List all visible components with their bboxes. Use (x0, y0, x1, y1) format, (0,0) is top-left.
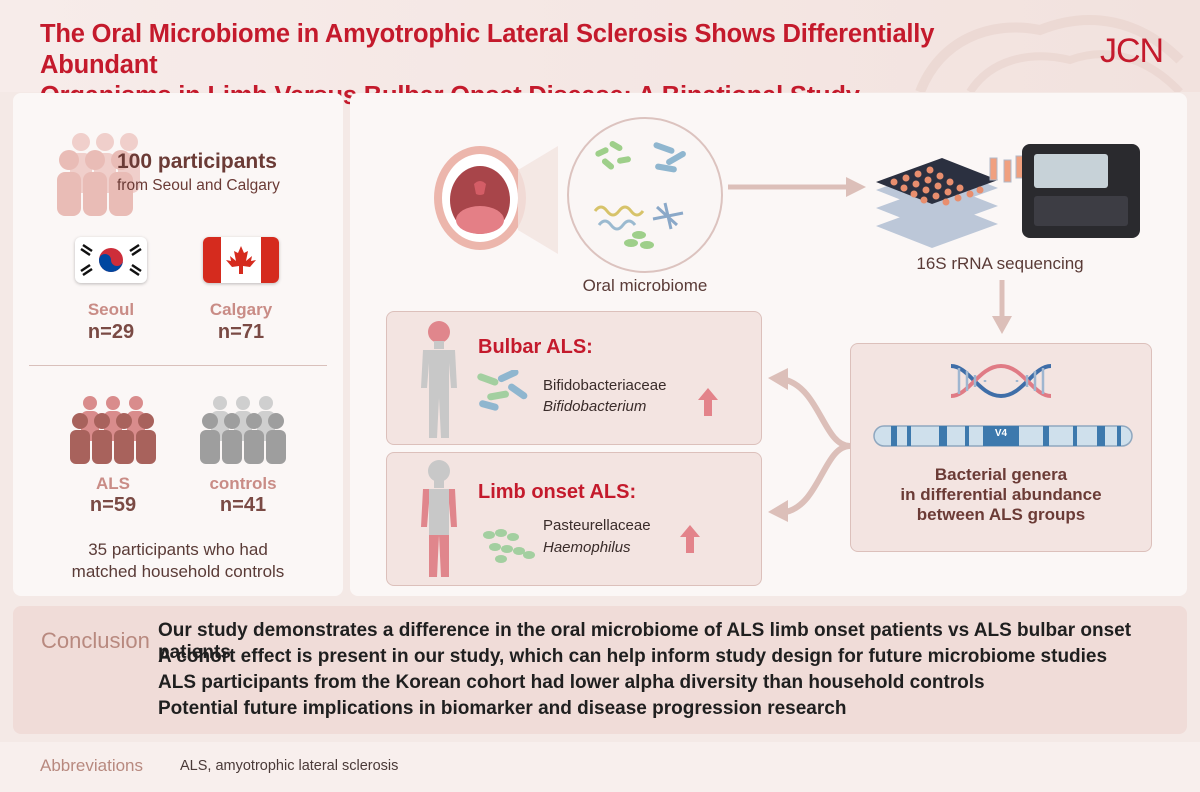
conclusion-line-1: Our study demonstrates a difference in t… (158, 620, 1132, 663)
abbreviations-bar: Abbreviations ALS, amyotrophic lateral s… (0, 742, 1200, 792)
limb-family: Pasteurellaceae (543, 517, 651, 534)
genera-line-2: in differential abundance (900, 485, 1102, 504)
als-group-icon (70, 396, 156, 464)
increase-arrow-icon (680, 525, 700, 553)
bifidobacteria-icon (477, 370, 528, 411)
limb-title: Limb onset ALS: (478, 481, 637, 503)
genera-line-3: between ALS groups (916, 505, 1086, 524)
participants-source: from Seoul and Calgary (117, 177, 280, 194)
sequencing-label: 16S rRNA sequencing (916, 254, 1084, 273)
journal-logo: JCN (1100, 32, 1164, 70)
group-als-label: ALS (96, 474, 130, 493)
group-controls-label: controls (209, 474, 277, 493)
conclusion-line-3: ALS participants from the Korean cohort … (158, 672, 985, 693)
increase-arrow-icon (698, 388, 718, 416)
bulbar-title: Bulbar ALS: (478, 336, 593, 358)
genera-text: Bacterial genera in differential abundan… (851, 465, 1151, 525)
matched-line-1: 35 participants who had (88, 540, 268, 559)
limb-genus: Haemophilus (543, 539, 631, 556)
v4-region-label: V4 (994, 428, 1008, 439)
canada-flag-icon (203, 237, 279, 283)
microbiome-circle-icon (567, 117, 723, 273)
conclusion-line-4: Potential future implications in biomark… (158, 698, 847, 719)
genera-summary-card: V4 Bacterial genera in differential abun… (850, 343, 1152, 552)
korea-flag-icon (75, 237, 147, 283)
participants-total: 100 participants (117, 150, 277, 173)
people-group-icon (57, 133, 140, 216)
site-calgary-count: n=71 (217, 321, 265, 343)
group-controls-count: n=41 (219, 494, 267, 516)
haemophilus-icon (483, 529, 535, 563)
site-calgary-label: Calgary (209, 300, 273, 319)
site-seoul-count: n=29 (87, 321, 135, 343)
controls-group-icon (200, 396, 286, 464)
gene-region-bar-icon (873, 425, 1133, 447)
bulbar-result-card: Bulbar ALS: Bifidobacteriaceae Bifidobac… (386, 311, 762, 445)
dna-helix-icon (950, 363, 1052, 399)
group-als-count: n=59 (89, 494, 137, 516)
abbreviations-text: ALS, amyotrophic lateral sclerosis (180, 758, 399, 774)
matched-controls-text: 35 participants who had matched househol… (13, 539, 343, 583)
bulbar-genus: Bifidobacterium (543, 398, 647, 415)
limb-result-card: Limb onset ALS: Pasteurellaceae Haemophi… (386, 452, 762, 586)
bulbar-family: Bifidobacteriaceae (543, 377, 667, 394)
participants-panel: 100 participants from Seoul and Calgary … (13, 93, 343, 596)
genera-line-1: Bacterial genera (934, 465, 1068, 484)
divider (29, 365, 327, 366)
conclusion-line-2: A cohort effect is present in our study,… (158, 646, 1108, 667)
conclusion-heading: Conclusion (41, 628, 150, 653)
branch-arrows-icon (768, 368, 851, 522)
matched-line-2: matched household controls (71, 562, 285, 581)
abbreviations-heading: Abbreviations (40, 756, 144, 775)
oral-microbiome-label: Oral microbiome (582, 276, 708, 295)
open-mouth-icon (434, 146, 558, 254)
body-head-highlight-icon (421, 321, 457, 438)
arrow-right-icon (728, 177, 866, 197)
conclusion-section: Conclusion (13, 606, 1187, 734)
sequencer-icon (876, 144, 1140, 248)
title-line-1: The Oral Microbiome in Amyotrophic Later… (40, 20, 935, 79)
arrow-down-icon (992, 280, 1012, 334)
site-seoul-label: Seoul (87, 300, 135, 319)
header-banner: The Oral Microbiome in Amyotrophic Later… (0, 0, 1200, 110)
body-limbs-highlight-icon (421, 460, 457, 577)
brain-decoration-icon (915, 15, 1184, 92)
